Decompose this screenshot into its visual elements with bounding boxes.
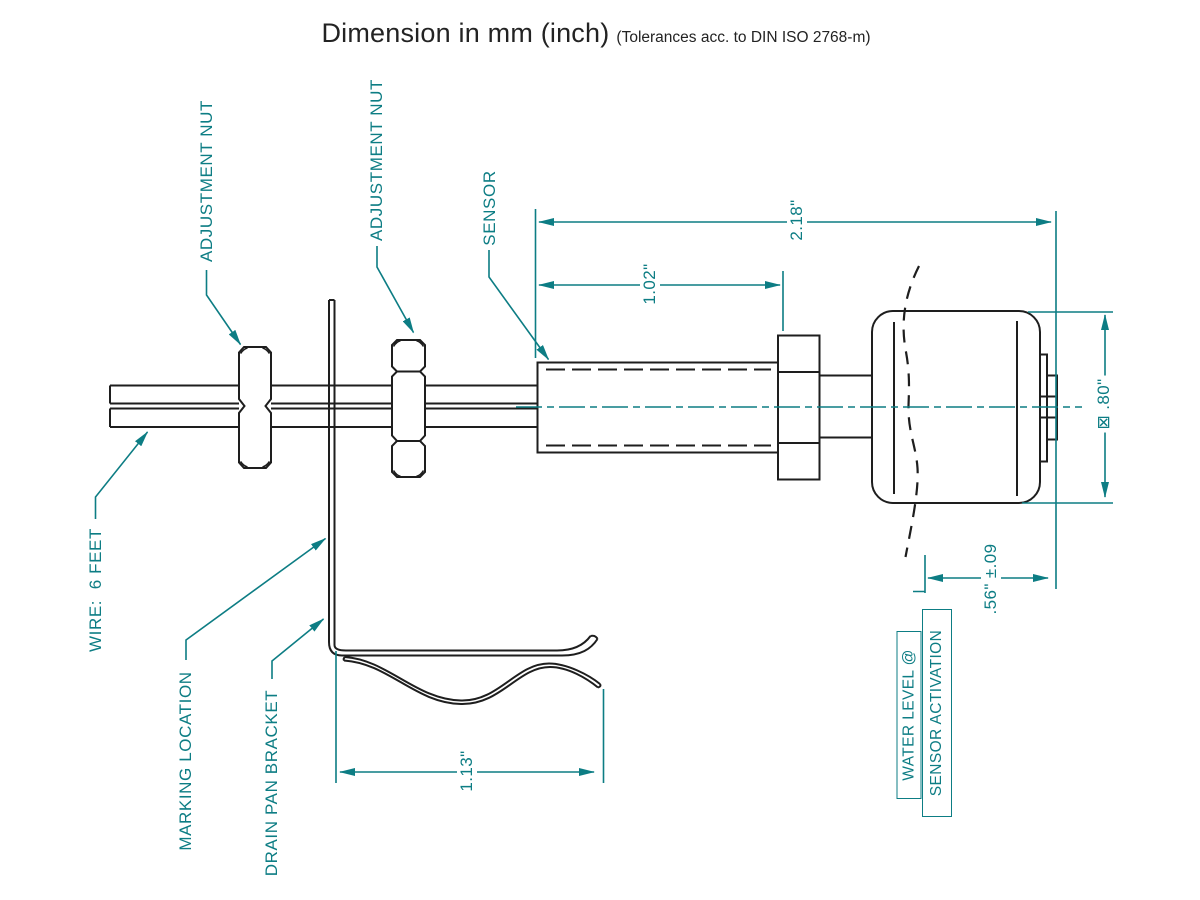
label-adjustment-nut-1: ADJUSTMENT NUT <box>196 99 216 263</box>
float-connector-drawing <box>1039 353 1058 463</box>
dimension-sensor-length: 1.02" <box>640 260 660 308</box>
dimension-lines <box>339 218 1109 776</box>
tolerance-note: (Tolerances acc. to DIN ISO 2768-m) <box>616 29 871 46</box>
drawing-title: Dimension in mm (inch) (Tolerances acc. … <box>0 18 1192 49</box>
adjustment-nut-1-drawing <box>238 346 272 469</box>
dimension-activation-level: .56" ±.09 <box>981 540 1001 618</box>
extension-lines <box>335 209 1113 783</box>
bracket-plate-drawing <box>328 299 599 657</box>
wire-leads-drawing <box>109 384 537 428</box>
label-sensor-activation: SENSOR ACTIVATION <box>922 609 952 817</box>
dimension-bracket-foot: 1.13" <box>457 747 477 795</box>
leader-lines <box>94 246 550 679</box>
water-level-wave <box>902 265 920 558</box>
float-stem-drawing <box>819 374 873 439</box>
label-wire: WIRE: 6 FEET <box>85 528 105 652</box>
label-marking-location: MARKING LOCATION <box>176 671 195 851</box>
dimension-float-size: ⊠ .80" <box>1094 375 1114 433</box>
label-sensor: SENSOR <box>480 170 499 246</box>
dimension-overall-length: 2.18" <box>787 196 807 244</box>
label-adjustment-nut-2: ADJUSTMENT NUT <box>367 78 386 242</box>
label-drain-pan-bracket: DRAIN PAN BRACKET <box>261 689 281 877</box>
spring-clip-drawing <box>342 656 602 706</box>
adjustment-nut-2-drawing <box>391 339 426 478</box>
page-title: Dimension in mm (inch) <box>321 18 610 48</box>
label-water-level: WATER LEVEL @ <box>896 631 922 799</box>
